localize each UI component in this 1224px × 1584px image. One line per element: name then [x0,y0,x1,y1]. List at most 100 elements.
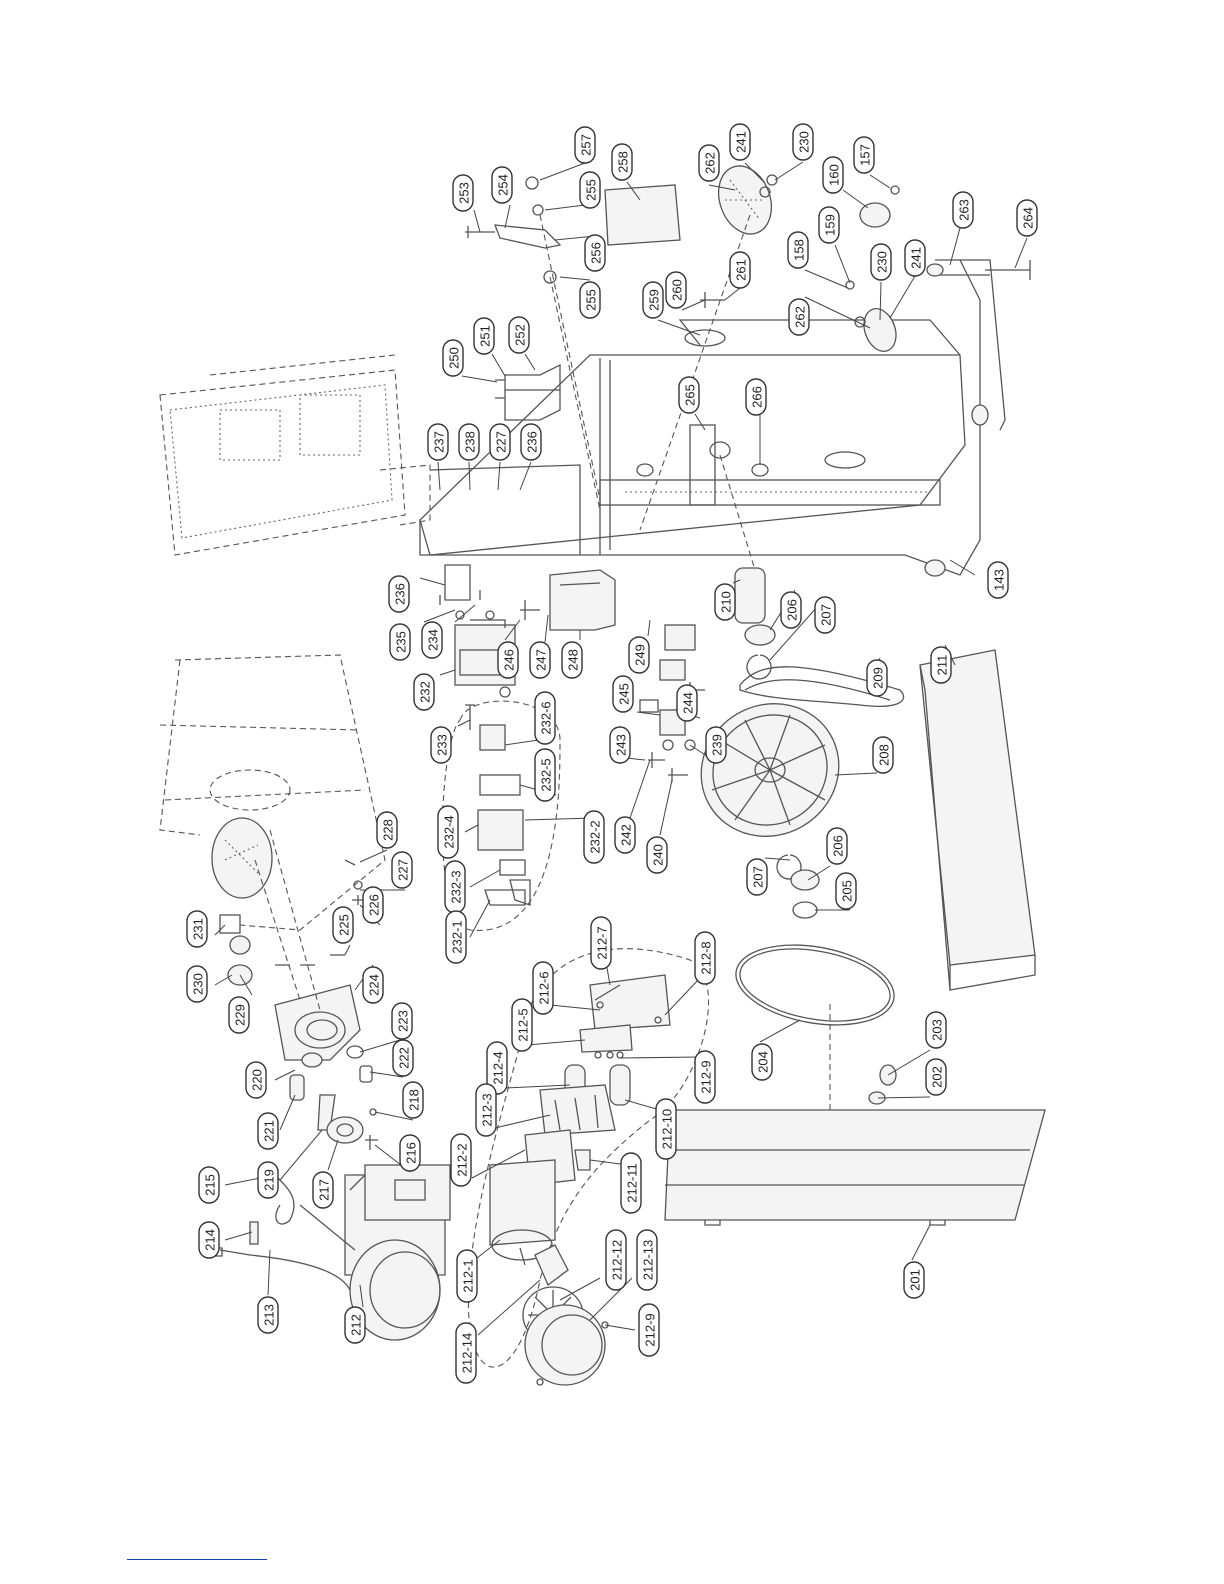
callout-bubble [952,191,974,229]
callout-bubble [925,1058,947,1096]
callout-bubble [450,1133,472,1187]
callout-bubble [1016,199,1038,237]
callout-bubble [835,872,857,910]
callout-number: 212-9 [643,1313,658,1346]
callout-242: 242 [614,816,636,854]
callout-number: 236 [393,583,408,605]
callout-number: 212-5 [516,1008,531,1041]
callout-232-2: 232-2 [583,810,605,864]
callout-206: 206 [780,591,802,629]
callout-bubble [678,376,700,414]
table-top [919,649,1036,991]
callout-number: 256 [589,242,604,264]
callout-bubble [534,748,556,802]
callout-bubble [705,726,727,764]
callout-247: 247 [529,641,551,679]
leader-lines [214,161,1028,1336]
callout-213: 213 [257,1296,279,1334]
callout-number: 226 [367,894,382,916]
callout-239: 239 [705,726,727,764]
callout-212-2: 212-2 [450,1133,472,1187]
callout-number: 210 [719,591,734,613]
callout-212-11: 212-11 [620,1152,642,1214]
callout-number: 212-8 [699,941,714,974]
callout-number: 232-6 [539,701,554,734]
callout-number: 214 [203,1229,218,1251]
callout-bubble [388,575,410,613]
callout-bubble [788,298,810,336]
callout-232-5: 232-5 [534,748,556,802]
callout-207: 207 [746,858,768,896]
callout-bubble [458,423,480,461]
callout-number: 207 [751,866,766,888]
callout-number: 232-2 [588,820,603,853]
callout-157: 157 [853,136,875,174]
callout-bubble [198,1166,220,1204]
callout-number: 241 [734,131,749,153]
callout-bubble [866,659,888,697]
callout-number: 255 [584,179,599,201]
callout-bubble [746,858,768,896]
footer-rule [127,1559,267,1560]
callout-bubble [579,281,601,319]
callout-bubble [628,636,650,674]
callout-bubble [529,641,551,679]
callout-227: 227 [391,851,413,889]
callout-bubble [609,726,631,764]
callout-bubble [228,996,250,1034]
callout-bubble [452,174,474,212]
callout-bubble [729,123,751,161]
callout-236: 236 [520,423,542,461]
callout-232: 232 [413,673,435,711]
callout-number: 211 [935,655,950,676]
callout-bubble [257,1112,279,1150]
callout-number: 212-7 [595,926,610,959]
callout-bubble [186,965,208,1003]
callout-232-6: 232-6 [534,691,556,745]
callout-number: 230 [875,251,890,273]
callout-number: 160 [827,164,842,186]
callout-number: 212-11 [625,1163,640,1203]
callout-number: 208 [877,744,892,766]
callout-bubble [714,583,736,621]
callout-205: 205 [835,872,857,910]
callout-241: 241 [729,123,751,161]
callout-number: 221 [262,1120,277,1142]
callout-bubble [455,1322,477,1384]
callout-number: 262 [793,306,808,328]
callout-number: 212-3 [480,1093,495,1126]
callout-bubble [930,646,952,684]
callout-215: 215 [198,1166,220,1204]
callout-bubble [822,156,844,194]
callout-number: 230 [797,131,812,153]
motor-mount-assembly [219,829,378,1150]
callout-number: 215 [203,1174,218,1196]
callout-249: 249 [628,636,650,674]
blade-guide-bracket [495,363,561,421]
callout-number: 212-6 [537,971,552,1004]
callout-227: 227 [489,423,511,461]
callout-number: 212-2 [455,1143,470,1176]
callout-221: 221 [257,1112,279,1150]
callout-number: 258 [616,151,631,173]
callout-number: 212-1 [461,1259,476,1292]
callout-bubble [655,1098,677,1160]
callout-bubble [497,641,519,679]
callout-212-8: 212-8 [694,931,716,985]
callout-bubble [638,1303,660,1357]
callout-number: 250 [447,347,462,369]
callout-246: 246 [497,641,519,679]
callout-number: 243 [614,734,629,756]
callout-bubble [427,423,449,461]
callout-bubble [486,1041,508,1095]
callout-number: 244 [681,692,696,714]
callout-234: 234 [421,621,443,659]
callout-214: 214 [198,1221,220,1259]
callout-257: 257 [574,126,596,164]
callout-number: 218 [407,1089,422,1111]
callout-235: 235 [389,623,411,661]
callout-251: 251 [473,317,495,355]
callout-bubble [430,726,452,764]
